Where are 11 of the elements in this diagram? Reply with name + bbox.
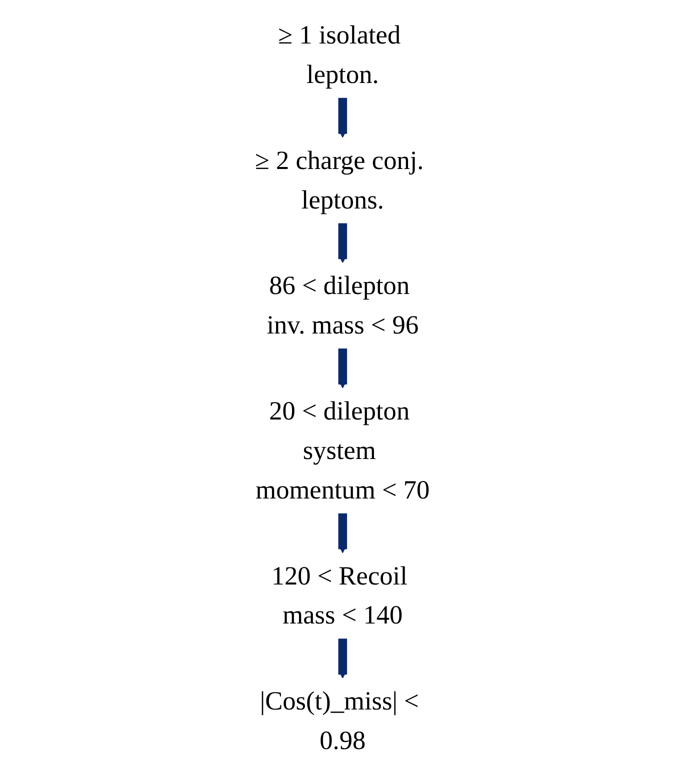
arrow [338,222,347,264]
node-text: 120 < Recoil mass < 140 [271,562,408,630]
node-text: 20 < dilepton system momentum < 70 [255,396,430,505]
arrow [338,512,347,554]
node-text: 86 < dilepton inv. mass < 96 [266,271,418,340]
node-text: |Cos(t)_miss| < 0.98 [260,686,419,756]
node-text: ≥ 1 isolated lepton. [278,20,400,90]
arrow [338,638,347,678]
node-text: ≥ 2 charge conj. leptons. [254,146,424,214]
arrow [338,96,347,138]
arrow [338,347,347,388]
